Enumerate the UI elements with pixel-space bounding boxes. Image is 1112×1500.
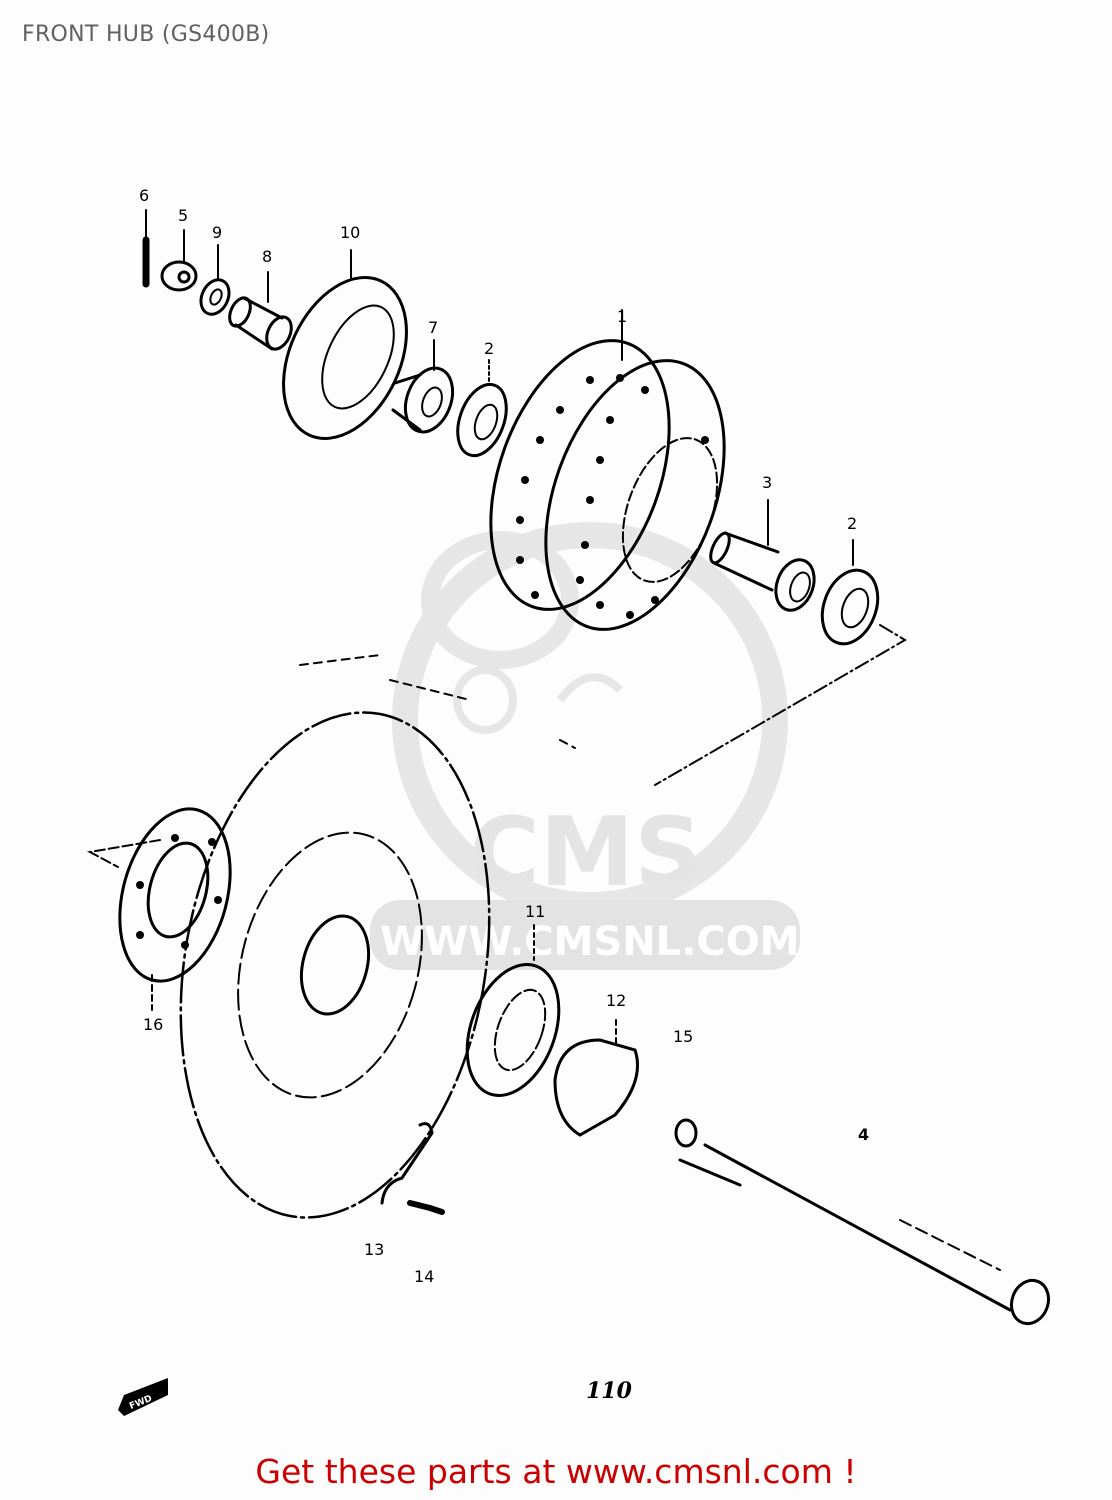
callout-15: 15 (673, 1027, 693, 1046)
part-9-washer-icon (199, 244, 231, 316)
callout-6: 6 (139, 186, 149, 205)
fwd-direction-badge-icon: FWD (118, 1378, 168, 1416)
callout-9: 9 (212, 223, 222, 242)
watermark-url: WWW.CMSNL.COM (380, 919, 800, 965)
exploded-parts-diagram: CMS WWW.CMSNL.COM (86, 186, 1051, 1416)
part-12-gearbox-icon (553, 1019, 639, 1137)
part-2-bearing-left-icon (456, 359, 508, 458)
callout-2-right: 2 (847, 514, 857, 533)
callout-5: 5 (178, 206, 188, 225)
cms-watermark: CMS WWW.CMSNL.COM (370, 522, 800, 970)
callout-3: 3 (762, 473, 772, 492)
part-2-bearing-right-icon (820, 539, 880, 646)
callout-8: 8 (262, 247, 272, 266)
part-5-nut-icon (160, 229, 198, 292)
part-16-disc-adaptor-icon (118, 807, 232, 1011)
part-3-spacer-icon (709, 499, 816, 612)
parts-link-banner[interactable]: Get these parts at www.cmsnl.com ! (255, 1452, 857, 1491)
callout-10: 10 (340, 223, 360, 242)
part-13-lock-plate-icon (380, 1122, 434, 1205)
part-brake-disc-icon (179, 711, 491, 1219)
watermark-brand: CMS (470, 798, 703, 908)
part-11-plate-icon (465, 924, 561, 1097)
callout-13: 13 (364, 1240, 384, 1259)
part-8-spacer-icon (228, 271, 293, 351)
part-7-collar-icon (391, 339, 455, 434)
callout-2-left: 2 (484, 339, 494, 358)
callout-1: 1 (617, 307, 627, 326)
callout-7: 7 (428, 318, 438, 337)
part-10-flange-icon (282, 249, 408, 440)
callout-14: 14 (414, 1267, 434, 1286)
callout-12: 12 (606, 991, 626, 1010)
diagram-page-number: 110 (586, 1378, 633, 1404)
callout-4: 4 (858, 1125, 869, 1144)
callout-16: 16 (143, 1015, 163, 1034)
callout-11: 11 (525, 902, 545, 921)
part-14-bolt-icon (407, 1200, 445, 1215)
part-1-hub-icon (489, 309, 726, 631)
callout-labels: 6 5 9 8 10 7 2 1 3 2 11 12 15 4 16 13 14 (139, 186, 869, 1286)
part-4-axle-icon (674, 1118, 1051, 1326)
page-title: FRONT HUB (GS400B) (22, 22, 270, 47)
